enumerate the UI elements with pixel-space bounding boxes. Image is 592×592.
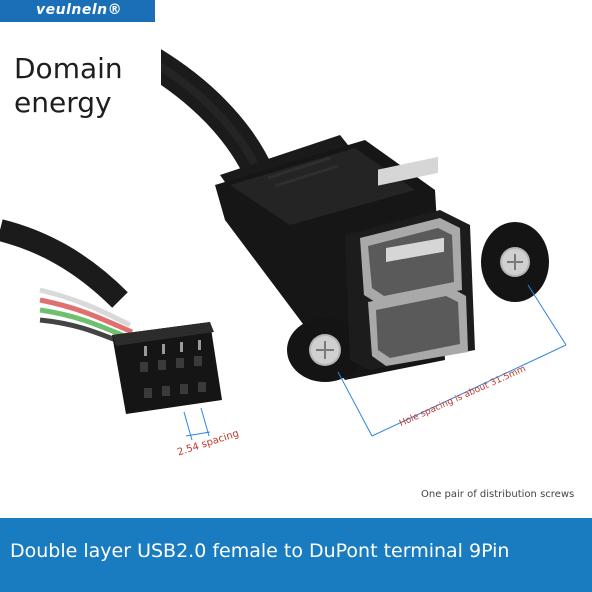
screws-note: One pair of distribution screws	[421, 489, 575, 500]
caption-text: Double layer USB2.0 female to DuPont ter…	[10, 540, 510, 562]
brand-label: Domain energy	[14, 52, 123, 119]
product-photo	[0, 45, 567, 441]
dupont-connector	[112, 322, 222, 414]
brand-bar: veulneln®	[0, 0, 155, 22]
hole-spacing-dimension	[337, 284, 567, 437]
brand-label-box: Domain energy	[0, 22, 161, 119]
brand-logo: veulneln®	[36, 2, 123, 18]
usb-panel-mount-connector	[215, 135, 549, 382]
caption-bar: Double layer USB2.0 female to DuPont ter…	[0, 518, 592, 592]
pin-spacing-dimension	[183, 407, 211, 441]
